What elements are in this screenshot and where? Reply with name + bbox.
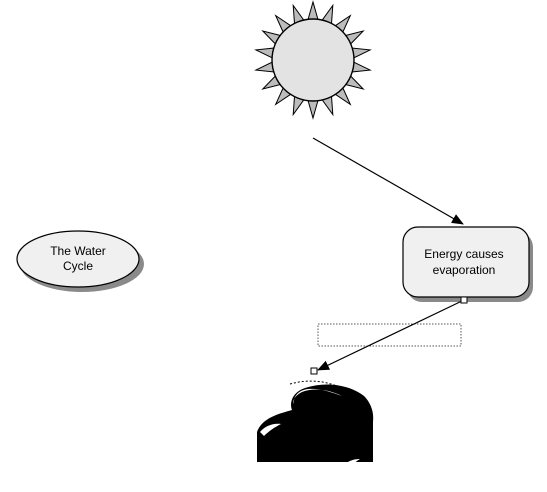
connector-evaporation-to-wave[interactable] bbox=[310, 296, 468, 375]
connector-start-handle[interactable] bbox=[460, 296, 468, 304]
connector-sun-to-evaporation[interactable] bbox=[312, 137, 464, 225]
connector-end-handle[interactable] bbox=[310, 367, 318, 375]
node-label-line2: Cycle bbox=[63, 259, 93, 273]
wave-body bbox=[257, 384, 374, 462]
node-label-line1: Energy causes bbox=[424, 247, 503, 261]
node-shape bbox=[402, 226, 530, 298]
node-label-line2: evaporation bbox=[433, 263, 496, 277]
empty-text-box[interactable] bbox=[317, 323, 462, 347]
node-evaporation[interactable]: Energy causes evaporation bbox=[402, 226, 533, 302]
node-label-line1: The Water bbox=[50, 244, 106, 258]
node-water-cycle[interactable]: The Water Cycle bbox=[16, 230, 144, 292]
sun-disc bbox=[271, 18, 355, 102]
sun-icon[interactable] bbox=[254, 0, 372, 120]
wave-spray-dots bbox=[289, 380, 361, 401]
ocean-wave-icon[interactable] bbox=[257, 380, 374, 474]
wave-foam-lower bbox=[340, 459, 364, 474]
node-shape bbox=[16, 230, 140, 288]
wave-foam-left bbox=[260, 423, 281, 436]
connector-line bbox=[317, 299, 465, 371]
